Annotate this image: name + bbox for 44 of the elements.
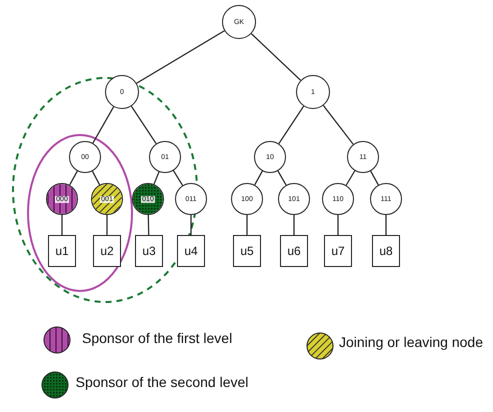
legend-label: Joining or leaving node bbox=[338, 334, 484, 351]
connector-line bbox=[293, 215, 295, 235]
connector-line bbox=[322, 105, 354, 145]
user-box bbox=[233, 235, 261, 267]
connector-line bbox=[385, 215, 387, 235]
connector-line bbox=[92, 106, 114, 144]
user-box bbox=[93, 235, 121, 267]
connector-line bbox=[254, 170, 263, 186]
connector-line bbox=[172, 170, 184, 186]
legend-label: Sponsor of the first level bbox=[82, 330, 234, 347]
node-label: u6 bbox=[287, 245, 301, 257]
user-box bbox=[372, 235, 400, 267]
user-box bbox=[324, 235, 352, 267]
legend-label: Sponsor of the second level bbox=[74, 374, 250, 391]
connector-line bbox=[153, 172, 160, 184]
connector-line bbox=[370, 170, 379, 186]
node-label: u1 bbox=[55, 245, 69, 257]
connector-line bbox=[346, 170, 356, 186]
node-label: u7 bbox=[331, 245, 345, 257]
connector-line bbox=[148, 214, 150, 236]
user-box bbox=[48, 235, 76, 267]
connector-line bbox=[92, 170, 100, 186]
connector-line bbox=[246, 215, 248, 235]
connector-line bbox=[250, 33, 302, 81]
connector-line bbox=[61, 215, 63, 235]
user-box bbox=[135, 235, 163, 267]
connector-line bbox=[136, 30, 225, 84]
node-label: u8 bbox=[379, 245, 393, 257]
node-label: u3 bbox=[142, 245, 156, 257]
node-label: u2 bbox=[100, 245, 114, 257]
node-label: u5 bbox=[240, 245, 254, 257]
connector-line bbox=[190, 215, 192, 235]
connector-line bbox=[277, 170, 287, 186]
connector-line bbox=[69, 170, 78, 186]
user-box bbox=[280, 235, 308, 267]
user-box bbox=[177, 235, 205, 267]
patterned-circle-node bbox=[132, 183, 164, 215]
connector-line bbox=[278, 106, 304, 144]
connector-line bbox=[130, 106, 157, 144]
node-label: u4 bbox=[184, 245, 198, 257]
patterned-circle-node bbox=[91, 183, 123, 215]
connector-line bbox=[337, 215, 339, 235]
patterned-circle-node bbox=[46, 183, 78, 215]
connector-line bbox=[106, 215, 108, 235]
